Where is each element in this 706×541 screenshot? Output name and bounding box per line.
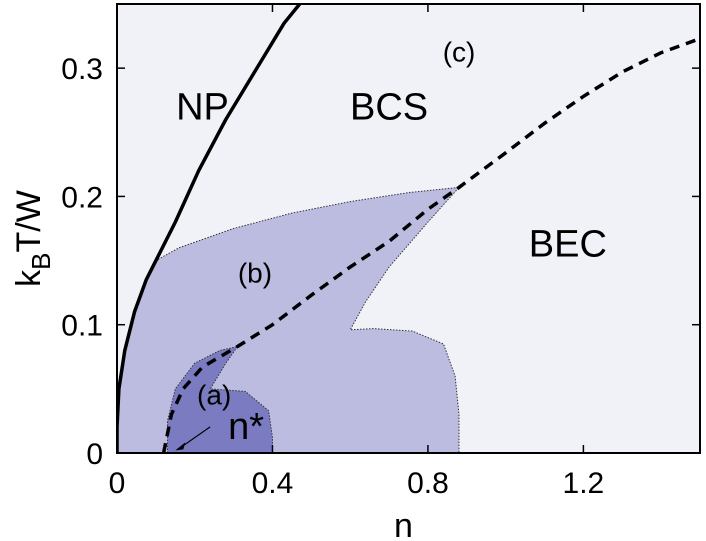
panel-label: (a): [197, 379, 231, 410]
nstar-arrow-head: [175, 442, 186, 451]
x-tick-label: 0.8: [407, 467, 449, 500]
x-tick-label: 0: [109, 467, 126, 500]
y-tick-label: 0.2: [61, 181, 103, 214]
y-tick-label: 0.3: [61, 53, 103, 86]
x-axis-title: n: [394, 507, 413, 541]
chart-labels: 0 0.4 0.8 1.2 0 0.1 0.2 0.3 n kBT/W NP BCS BEC (c) (b)…: [10, 37, 607, 541]
region-label-bcs: BCS: [350, 86, 428, 128]
y-tick-label: 0: [86, 438, 103, 471]
region-a-area: [167, 345, 273, 453]
panel-label: (b): [238, 257, 272, 288]
np-bcs-boundary-line: [117, 4, 302, 453]
y-axis-title-subscript: B: [26, 252, 56, 269]
y-axis-title: kBT/W: [10, 190, 56, 287]
boundary-lines: [117, 4, 700, 453]
x-tick-label: 1.2: [563, 467, 605, 500]
bcs-bec-crossover-line: [161, 36, 700, 453]
region-fills: [117, 186, 461, 453]
x-tick-label: 0.4: [252, 467, 294, 500]
region-label-np: NP: [176, 86, 229, 128]
y-axis-title-main: k: [10, 269, 48, 287]
y-tick-label: 0.1: [61, 310, 103, 343]
region-label-bec: BEC: [529, 224, 607, 266]
plot-frame: [116, 3, 701, 454]
nstar-label: n*: [228, 406, 264, 448]
panel-label: (c): [443, 37, 476, 68]
y-axis-title-rest: T/W: [10, 190, 48, 252]
